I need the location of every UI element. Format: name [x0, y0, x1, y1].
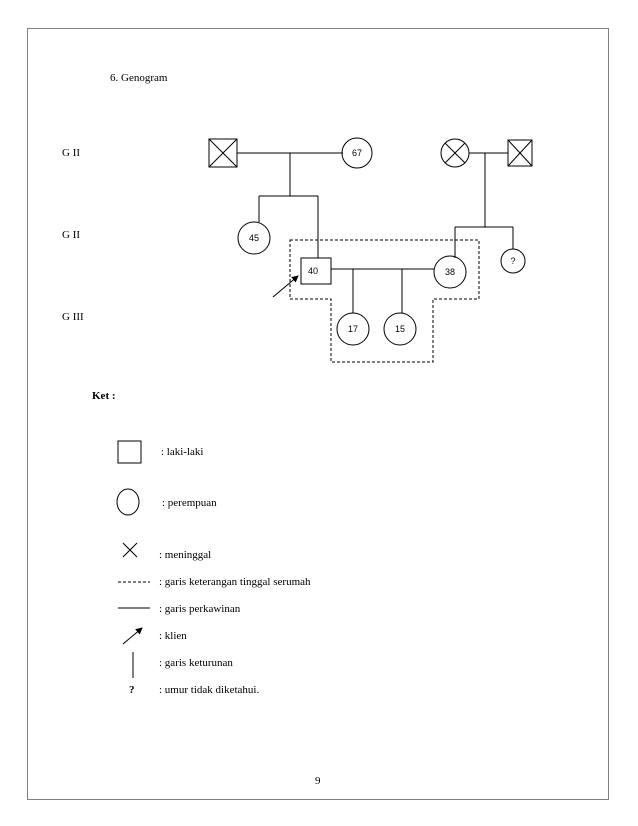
legend-unknown-symbol: ?	[129, 684, 135, 696]
client-arrow	[272, 275, 299, 298]
grandfather-paternal	[208, 138, 238, 168]
legend-client-label: : klien	[159, 630, 187, 642]
grandfather-maternal	[507, 139, 533, 167]
legend-male-label: : laki-laki	[161, 446, 204, 458]
legend-heading: Ket :	[92, 390, 116, 402]
legend-client-symbol	[122, 627, 143, 645]
aunt-age: 45	[249, 233, 259, 243]
household-boundary	[289, 239, 480, 363]
child-2-age: 15	[395, 324, 405, 334]
legend-deceased-label: : meninggal	[159, 549, 212, 561]
legend-descent-label: : garis keturunan	[159, 657, 233, 669]
page-border	[27, 28, 609, 800]
legend-household-label: : garis keterangan tinggal serumah	[159, 576, 311, 588]
legend-female-symbol	[116, 488, 140, 516]
child-1-age: 17	[348, 324, 358, 334]
generation-label-2: G II	[62, 229, 81, 241]
legend-marriage-label: : garis perkawinan	[159, 603, 241, 615]
legend-unknown-label: : umur tidak diketahui.	[159, 684, 260, 696]
grandmother-paternal-age: 67	[352, 148, 362, 158]
legend-deceased-symbol	[122, 542, 138, 558]
grandmother-maternal	[440, 138, 470, 168]
aunt: 45	[237, 221, 271, 255]
section-title: 6. Genogram	[110, 72, 168, 84]
page-number: 9	[315, 775, 321, 787]
sibling-unknown: ?	[500, 248, 526, 274]
legend-male-symbol	[117, 440, 142, 464]
child-2: 15	[383, 312, 417, 346]
wife: 38	[433, 255, 467, 289]
sibling-unknown-label: ?	[510, 256, 515, 266]
generation-label-3: G III	[62, 311, 84, 323]
wife-age: 38	[445, 267, 455, 277]
client: 40	[300, 257, 332, 285]
client-age: 40	[308, 266, 318, 276]
generation-label-1: G II	[62, 147, 81, 159]
child-1: 17	[336, 312, 370, 346]
grandmother-paternal: 67	[341, 137, 373, 169]
legend-female-label: : perempuan	[162, 497, 217, 509]
